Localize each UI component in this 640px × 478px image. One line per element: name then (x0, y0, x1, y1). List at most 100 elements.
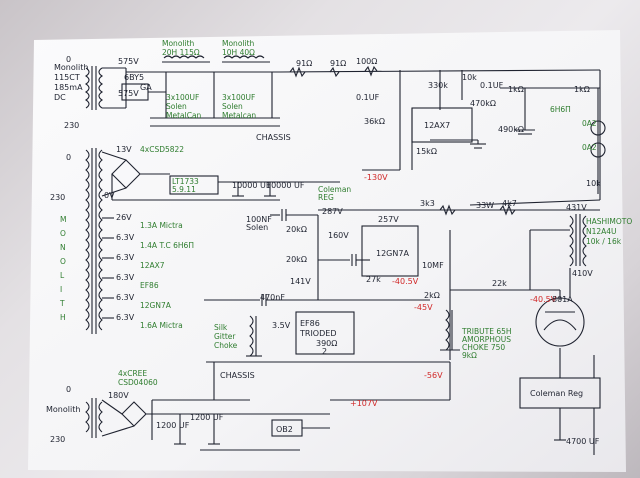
bottom-bias-supply (101, 362, 451, 451)
choke2-line2: 10H 40Ω (222, 48, 255, 57)
ef86-stage (204, 294, 450, 363)
tx-label-2: N12A4U (586, 227, 617, 236)
label-1200uf-b: 1200 UF (190, 413, 224, 422)
regulator-tube-0a2-lower (590, 142, 606, 158)
choke-1 (163, 55, 205, 59)
bottom-power-transformer (85, 398, 103, 438)
choke3-line2: Gitter (214, 332, 236, 341)
tap-63v-5: 6.3V (116, 313, 135, 322)
label-801a: 801A (552, 295, 573, 304)
tribute-line4: 9kΩ (462, 351, 477, 360)
tap-note-5: 12GN7A (140, 301, 172, 310)
label-lt1733-sub: 5.9.11 (172, 185, 196, 194)
label-180v: 180V (108, 391, 129, 400)
left-label-group: Monolith 115CT 185mA DC 230 0 230 M O N … (46, 55, 88, 444)
label-0a2-b: 0A2 (582, 143, 597, 152)
label-neg56: -56V (424, 371, 443, 380)
monolith-letter-5: L (60, 271, 65, 280)
label-160v: 160V (328, 231, 349, 240)
label-100nf: 100NF (246, 215, 272, 224)
label-4700uf: 4700 UF (566, 437, 600, 446)
monolith-letter-1: M (60, 215, 66, 224)
middle-section-labels: 13V 4xCSD5822 0V LT1733 5.9.11 10000 UF … (104, 145, 632, 360)
monolith-letter-4: O (60, 257, 66, 266)
label-1k-a: 1kΩ (508, 85, 524, 94)
label-22k: 22k (492, 279, 507, 288)
label-36k: 36kΩ (364, 117, 385, 126)
hv-supply-wiring (121, 55, 606, 206)
choke1-line2: 20H 115Ω (162, 48, 200, 57)
label-neg405: -40.5V (392, 277, 419, 286)
label-01uf-b: 0.1UF (480, 81, 504, 90)
tap-63v-2: 6.3V (116, 253, 135, 262)
tap-note-6: 1.6A Mictra (140, 321, 183, 330)
label-390r: 390Ω (316, 339, 337, 348)
voltage-0-top: 0 (66, 55, 71, 64)
label-470k: 470kΩ (470, 99, 496, 108)
label-neg130: -130V (364, 173, 388, 182)
label-coleman: Coleman (318, 185, 351, 194)
top-power-transformer (85, 66, 127, 110)
label-15k: 15kΩ (416, 147, 437, 156)
label-0a2-a: 0A2 (582, 119, 597, 128)
monolith-letter-8: H (60, 313, 66, 322)
label-20k-a: 20kΩ (286, 225, 307, 234)
label-330k: 330k (428, 81, 448, 90)
monolith-letter-6: I (60, 285, 62, 294)
tx-label-3: 10k / 16k (586, 237, 622, 246)
voltage-230-bottom: 230 (50, 435, 65, 444)
tribute-line2: AMORPHOUS (462, 335, 511, 344)
label-431v: 431V (566, 203, 587, 212)
label-2k: 2kΩ (424, 291, 440, 300)
monolith-letter-2: O (60, 229, 66, 238)
tap-63v-4: 6.3V (116, 293, 135, 302)
lt1733-regulator (169, 175, 219, 195)
monolith-letter-3: N (60, 243, 66, 252)
caps1-line1: 3x100UF (166, 93, 199, 102)
label-1200uf-a: 1200 UF (156, 421, 190, 430)
label-3k3: 3k3 (420, 199, 435, 208)
label-575v-a: 575V (118, 57, 139, 66)
caps2-line2: Solen (222, 102, 243, 111)
label-neg405b: -40.5V (530, 295, 557, 304)
label-1k-b: 1kΩ (574, 85, 590, 94)
tap-26v: 26V (116, 213, 132, 222)
label-ob2: OB2 (276, 425, 293, 434)
label-410v: 410V (572, 269, 593, 278)
label-01uf-a: 0.1UF (356, 93, 380, 102)
monolith-letter-7: T (59, 299, 65, 308)
choke2-line1: Monolith (222, 39, 255, 48)
caps1-line3: MetalCan (166, 111, 202, 120)
tribute-choke (445, 309, 453, 351)
label-6by5: 6BY5 (124, 73, 144, 82)
filament-taps (102, 217, 114, 319)
label-pos107: +107V (350, 399, 378, 408)
label-20k-b: 20kΩ (286, 255, 307, 264)
label-ef86: EF86 (300, 319, 320, 328)
label-chassis-bottom: CHASSIS (220, 371, 255, 380)
caps1-line2: Solen (166, 102, 187, 111)
voltage-230-mid: 230 (50, 193, 65, 202)
label-cap-d: 10000 UF (266, 181, 305, 190)
label-coleman-sub: REG (318, 193, 334, 202)
label-neg45: -45V (414, 303, 433, 312)
tap-note-3: 12AX7 (140, 261, 165, 270)
voltage-230-top: 230 (64, 121, 79, 130)
tap-note-1: 1.3A Mictra (140, 221, 183, 230)
label-triode: TRIODED (299, 329, 336, 338)
voltage-0-mid: 0 (66, 153, 71, 162)
label-575v-b: 575V (118, 89, 139, 98)
filament-bridge-rectifier (101, 151, 340, 201)
amplifier-wiring (270, 204, 600, 360)
tribute-line1: TRIBUTE 65H (461, 327, 512, 336)
output-transformer-hashimoto (569, 214, 587, 296)
label-490k: 490kΩ (498, 125, 524, 134)
left-label-top-2: 115CT (54, 73, 80, 82)
label-91-b: 91Ω (330, 59, 346, 68)
driver-tube-12gn7a (361, 225, 419, 277)
label-chassis-top: CHASSIS (256, 133, 291, 142)
top-section-labels: 6BY5 GA 575V 575V Monolith 20H 115Ω 3x10… (118, 39, 601, 188)
caps2-line1: 3x100UF (222, 93, 255, 102)
